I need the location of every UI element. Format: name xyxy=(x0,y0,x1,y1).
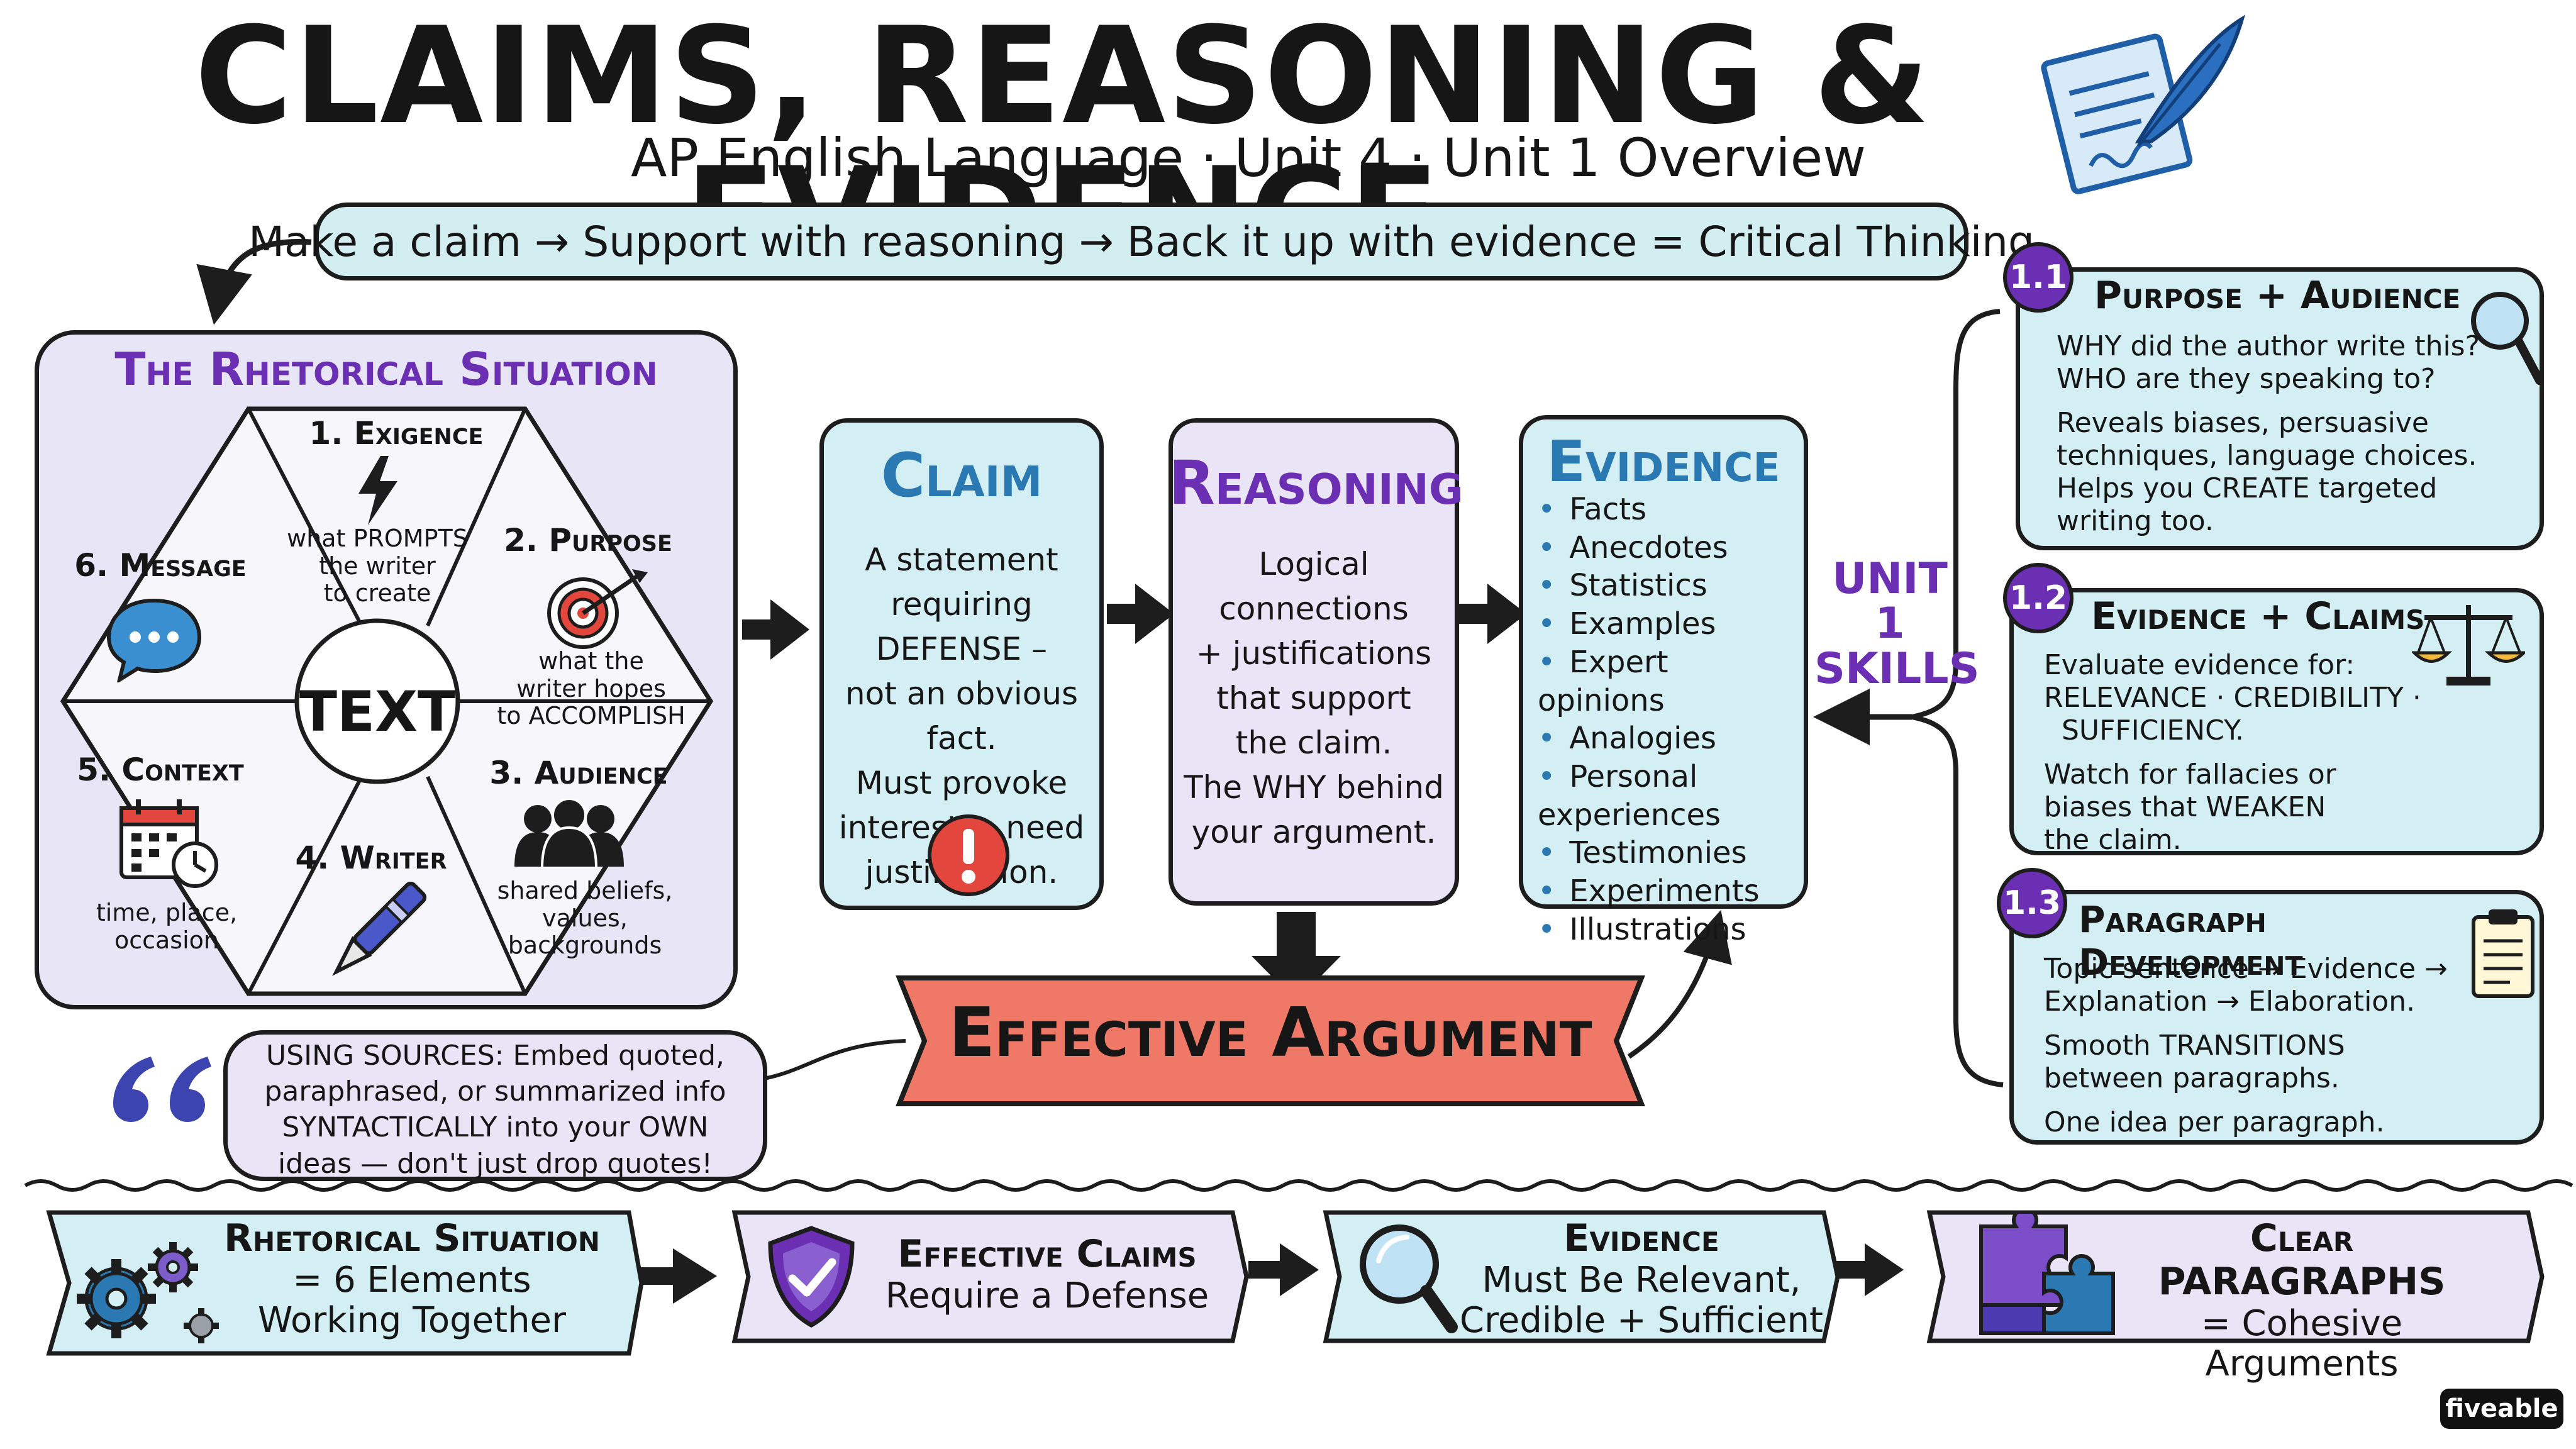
quill-paper-icon xyxy=(2041,14,2246,194)
using-sources-box xyxy=(223,1030,767,1181)
list-item: Statistics xyxy=(1538,567,1802,605)
segment-audience-title: 3. Audience xyxy=(489,755,668,791)
text-center-label: TEXT xyxy=(299,679,455,744)
skill-card-1-3 xyxy=(2009,890,2544,1145)
skill-card-1-2 xyxy=(2009,588,2544,855)
skill-body-1-3: Topic sentence → Evidence →Explanation →… xyxy=(2044,953,2448,1138)
puzzle-icon xyxy=(1979,1214,2115,1335)
bottom-card-rhetorical-text: Rhetorical Situation = 6 Elements Workin… xyxy=(223,1216,601,1341)
segment-message-title: 6. Message xyxy=(74,547,247,584)
segment-context-desc: time, place, occasion xyxy=(96,899,238,954)
lightning-icon xyxy=(358,456,397,525)
skill-title-1-2: Evidence + Claims xyxy=(2091,594,2425,638)
bottom-card-paragraphs-text: Clear PARAGRAPHS = Cohesive Arguments xyxy=(2158,1216,2446,1385)
exclamation-icon xyxy=(928,814,1009,896)
magnifier-icon xyxy=(1360,1224,1458,1333)
clipboard-icon xyxy=(2472,909,2534,998)
list-item: Testimonies xyxy=(1538,834,1802,872)
evidence-title: Evidence xyxy=(1546,429,1780,495)
effective-argument-label: Effective Argument xyxy=(948,994,1592,1072)
people-icon xyxy=(514,799,624,868)
list-item: Personal experiences xyxy=(1538,758,1802,834)
effective-argument-ribbon xyxy=(896,975,1645,1106)
evidence-list: Facts Anecdotes Statistics Examples Expe… xyxy=(1538,491,1802,949)
segment-exigence-title: 1. Exigence xyxy=(309,415,484,452)
claim-title: Claim xyxy=(880,440,1043,511)
using-sources-text: USING SOURCES: Embed quoted,paraphrased,… xyxy=(264,1040,726,1180)
bottom-card-evidence-text: Evidence Must Be Relevant, Credible + Su… xyxy=(1460,1216,1823,1341)
list-item: Illustrations xyxy=(1538,911,1802,949)
bottom-card-claims-bg xyxy=(731,1210,1249,1343)
skill-title-1-1: Purpose + Audience xyxy=(2094,274,2461,318)
skill-body-1-2: Evaluate evidence for:RELEVANCE · CREDIB… xyxy=(2044,649,2421,856)
skill-title-1-3: Paragraph Development xyxy=(2079,898,2303,984)
scales-icon xyxy=(2412,605,2525,686)
shield-check-icon xyxy=(768,1226,855,1328)
skill-badge-1-3: 1.3 xyxy=(1997,868,2067,938)
list-item: Analogies xyxy=(1538,719,1802,758)
segment-exigence-desc: what PROMPTS the writer to create xyxy=(287,525,468,608)
calendar-clock-icon xyxy=(119,799,218,888)
critical-thinking-banner: Make a claim → Support with reasoning → … xyxy=(248,203,2035,280)
target-icon xyxy=(547,569,648,649)
rhetorical-situation-title: The Rhetorical Situation xyxy=(114,343,658,396)
segment-context-title: 5. Context xyxy=(77,752,244,788)
fiveable-logo: fiveable xyxy=(2440,1389,2563,1429)
segment-audience-desc: shared beliefs, values, backgrounds xyxy=(497,877,673,960)
page-subtitle: AP English Language · Unit 4 · Unit 1 Ov… xyxy=(630,127,1867,189)
bottom-card-evidence-bg xyxy=(1323,1210,1840,1343)
list-item: Anecdotes xyxy=(1538,529,1802,567)
segment-purpose-title: 2. Purpose xyxy=(504,522,672,558)
reasoning-card xyxy=(1169,418,1459,906)
list-item: Expert opinions xyxy=(1538,643,1802,719)
segment-writer-title: 4. Writer xyxy=(295,840,447,876)
gears-icon xyxy=(77,1242,219,1343)
bottom-card-claims-text: Effective Claims Require a Defense xyxy=(885,1232,1209,1316)
skill-body-1-1: WHY did the author write this?WHO are th… xyxy=(2057,330,2480,537)
skill-card-1-1 xyxy=(2016,267,2544,550)
skill-badge-1-2: 1.2 xyxy=(2003,563,2074,633)
quote-icon xyxy=(113,1057,211,1122)
list-item: Examples xyxy=(1538,605,1802,643)
list-item: Experiments xyxy=(1538,872,1802,911)
reasoning-title: Reasoning xyxy=(1169,448,1463,518)
magnifier-icon xyxy=(2471,292,2544,385)
list-item: Facts xyxy=(1538,491,1802,529)
skill-badge-1-1: 1.1 xyxy=(2003,242,2074,313)
segment-purpose-desc: what the writer hopes to ACCOMPLISH xyxy=(497,647,686,730)
pen-icon xyxy=(332,881,427,976)
speech-bubble-icon xyxy=(106,598,202,682)
